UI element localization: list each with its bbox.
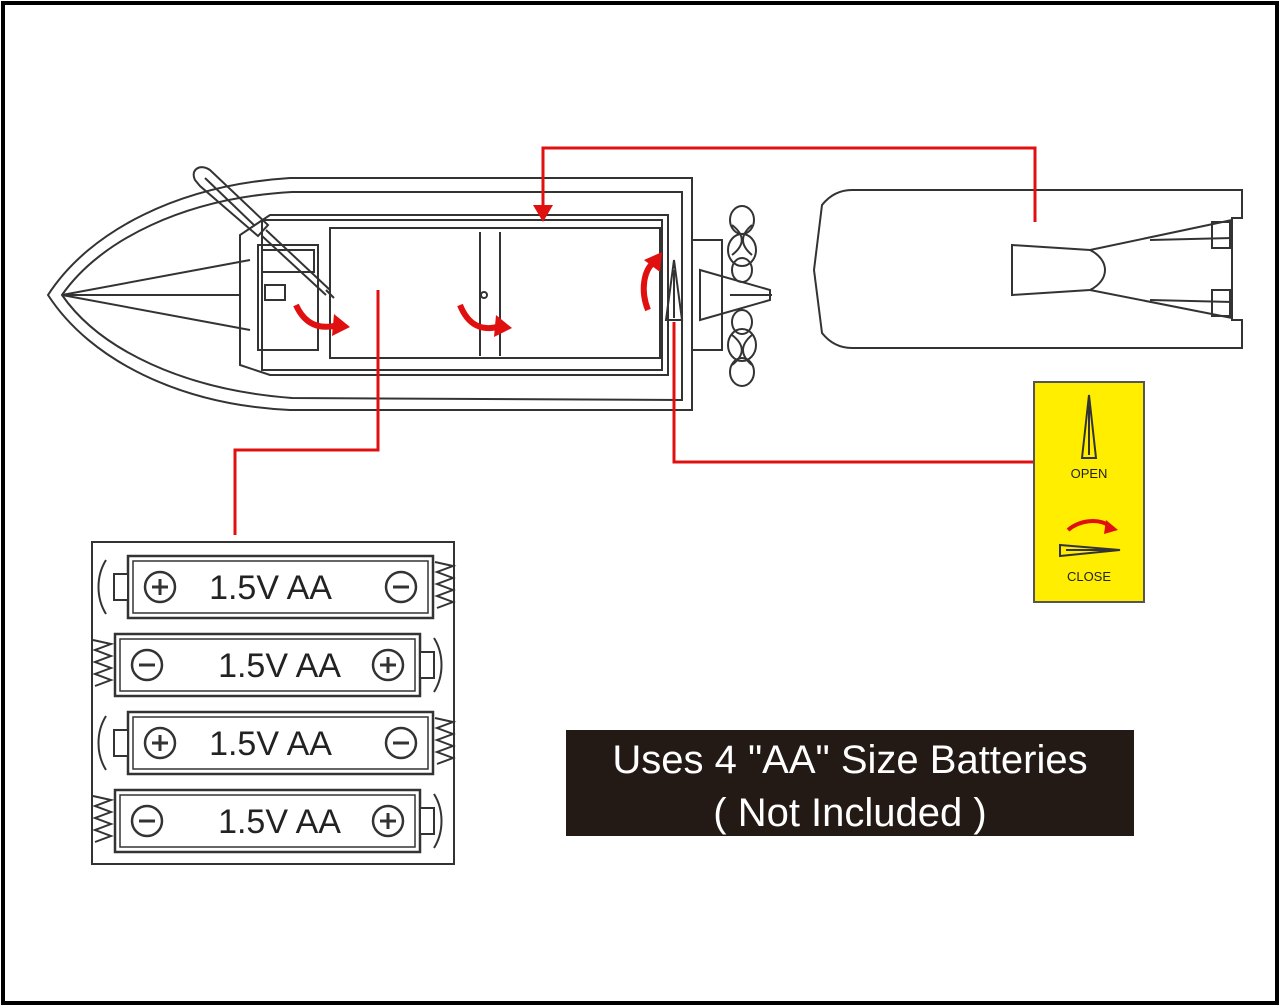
battery-row: 1.5V AA xyxy=(92,788,443,854)
notice-line-2: ( Not Included ) xyxy=(713,791,986,835)
latch-closed-icon xyxy=(1059,543,1121,558)
screwdriver-icon xyxy=(192,166,335,299)
negative-terminal-icon xyxy=(384,570,418,604)
propeller-icon xyxy=(727,205,757,283)
negative-terminal-icon xyxy=(384,726,418,760)
battery-label: 1.5V AA xyxy=(218,647,341,685)
battery-spring xyxy=(434,561,457,609)
battery-spring xyxy=(434,717,457,765)
battery-positive-nub xyxy=(113,573,129,601)
notice-box: Uses 4 "AA" Size Batteries ( Not Include… xyxy=(566,730,1134,836)
battery-spring xyxy=(92,639,115,687)
pointer-compartment-to-batteries xyxy=(233,290,380,535)
pointer-arrowhead xyxy=(533,205,553,222)
battery-positive-nub xyxy=(419,807,435,835)
positive-terminal-icon xyxy=(143,570,177,604)
rotate-arrow-icon xyxy=(457,303,512,337)
rotate-arrow-icon xyxy=(1066,519,1118,534)
rotate-arrow-icon xyxy=(293,303,350,336)
pointer-cover-to-compartment xyxy=(541,146,1037,222)
battery-cover xyxy=(812,189,1243,349)
propeller-assembly xyxy=(691,205,772,387)
propeller-icon xyxy=(727,309,757,387)
battery-label: 1.5V AA xyxy=(218,803,341,841)
switch-open-label: OPEN xyxy=(1071,466,1108,481)
negative-terminal-icon xyxy=(130,648,164,682)
latch-icon xyxy=(664,259,684,321)
battery-label: 1.5V AA xyxy=(209,569,332,607)
battery-spring xyxy=(92,795,115,843)
positive-terminal-icon xyxy=(371,648,405,682)
battery-row: 1.5V AA xyxy=(92,632,443,698)
battery-row: 1.5V AA xyxy=(97,710,457,776)
boat-hull xyxy=(46,177,693,411)
latch-open-icon xyxy=(1080,394,1098,459)
battery-positive-nub xyxy=(113,729,129,757)
pointer-latch-to-switch xyxy=(672,322,1034,464)
battery-holder: 1.5V AA 1.5V AA 1.5V AA 1.5V AA xyxy=(91,541,457,865)
positive-terminal-icon xyxy=(371,804,405,838)
rotate-arrow-icon xyxy=(640,252,662,312)
notice-line-1: Uses 4 "AA" Size Batteries xyxy=(612,738,1087,782)
battery-label: 1.5V AA xyxy=(209,725,332,763)
switch-panel: OPEN CLOSE xyxy=(1033,381,1145,603)
pointer-lines xyxy=(233,146,1037,535)
switch-close-label: CLOSE xyxy=(1067,569,1111,584)
positive-terminal-icon xyxy=(143,726,177,760)
battery-positive-nub xyxy=(419,651,435,679)
negative-terminal-icon xyxy=(130,804,164,838)
battery-row: 1.5V AA xyxy=(97,554,457,620)
